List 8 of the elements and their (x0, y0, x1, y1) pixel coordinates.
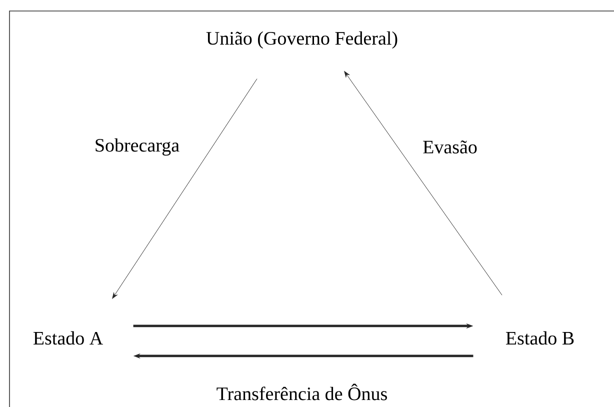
edge-label: Sobrecarga (93, 137, 181, 157)
arrow (344, 71, 502, 296)
arrow (112, 78, 258, 299)
edge-label: Evasão (422, 140, 478, 154)
node-label: Estado A (33, 331, 103, 345)
edge-label: Transferência de Ônus (215, 382, 389, 402)
node-label: Estado B (506, 331, 574, 345)
node-label: União (Governo Federal) (206, 31, 398, 49)
